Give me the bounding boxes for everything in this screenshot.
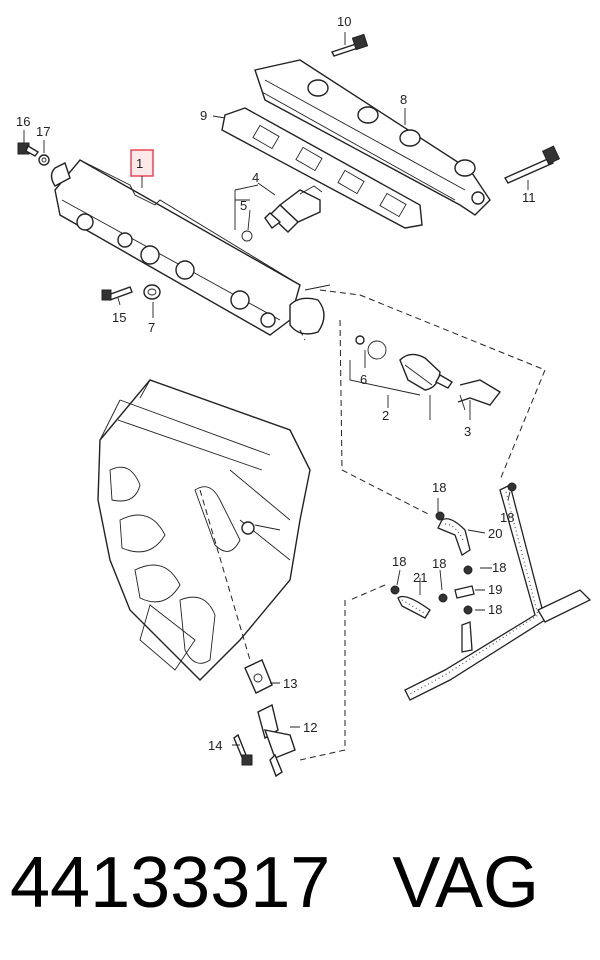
- callout-18-c: 18: [392, 554, 406, 569]
- part-number: 44133317: [10, 843, 331, 923]
- leader-lines: [23, 32, 529, 746]
- callout-1: 1: [136, 156, 143, 171]
- pressure-regulator-2: [399, 353, 453, 391]
- callout-11: 11: [522, 190, 536, 205]
- fuel-injector-4: [264, 185, 323, 233]
- callout-9: 9: [200, 108, 207, 123]
- cylinder-head-cover: [254, 59, 491, 216]
- callout-6: 6: [360, 372, 367, 387]
- callout-18-a: 18: [432, 480, 446, 495]
- callout-18-d: 18: [432, 556, 446, 571]
- callout-3: 3: [464, 424, 471, 439]
- bolt-10: [331, 33, 369, 57]
- bolt-16: [17, 142, 40, 157]
- seal-7: [143, 284, 161, 300]
- long-fuel-pipe: [404, 484, 592, 701]
- bracket-lines: [234, 184, 466, 420]
- connection-lines: [199, 289, 546, 761]
- callout-8: 8: [400, 92, 407, 107]
- callout-15: 15: [112, 310, 126, 325]
- callout-2: 2: [382, 408, 389, 423]
- callout-19: 19: [488, 582, 502, 597]
- hose-20: [437, 518, 471, 556]
- gasket-13: [244, 659, 273, 694]
- callout-21: 21: [413, 570, 427, 585]
- callout-4: 4: [252, 170, 259, 185]
- injector-12: [257, 703, 296, 778]
- bolt-14: [233, 733, 253, 766]
- part-caption: 44133317 VAG: [10, 838, 590, 928]
- o-ring-5: [241, 230, 253, 242]
- callout-13: 13: [283, 676, 297, 691]
- callout-7: 7: [148, 320, 155, 335]
- fuel-rail: [50, 159, 331, 336]
- manifold-gasket: [221, 107, 423, 229]
- callout-5: 5: [240, 198, 247, 213]
- callout-16: 16: [16, 114, 30, 129]
- callout-18-e: 18: [492, 560, 506, 575]
- brand-name: VAG: [392, 843, 540, 923]
- intake-manifold: [97, 379, 311, 681]
- hose-19: [454, 585, 475, 599]
- hose-clamps-18: [390, 482, 517, 615]
- callout-18-f: 18: [488, 602, 502, 617]
- o-ring-6: [355, 335, 387, 360]
- callout-20: 20: [488, 526, 502, 541]
- callout-12: 12: [303, 720, 317, 735]
- retaining-clip-3: [457, 379, 502, 406]
- washer-17: [38, 154, 50, 166]
- callout-18-b: 18: [500, 510, 514, 525]
- bolt-11: [503, 145, 561, 184]
- exploded-parts-diagram: 1 2 3 4 5 6 7 8 9 10 11 12 13 14 15 16 1…: [16, 14, 592, 778]
- callout-17: 17: [36, 124, 50, 139]
- hose-21: [397, 595, 431, 619]
- callout-10: 10: [337, 14, 351, 29]
- callout-14: 14: [208, 738, 222, 753]
- bolt-15: [101, 286, 133, 301]
